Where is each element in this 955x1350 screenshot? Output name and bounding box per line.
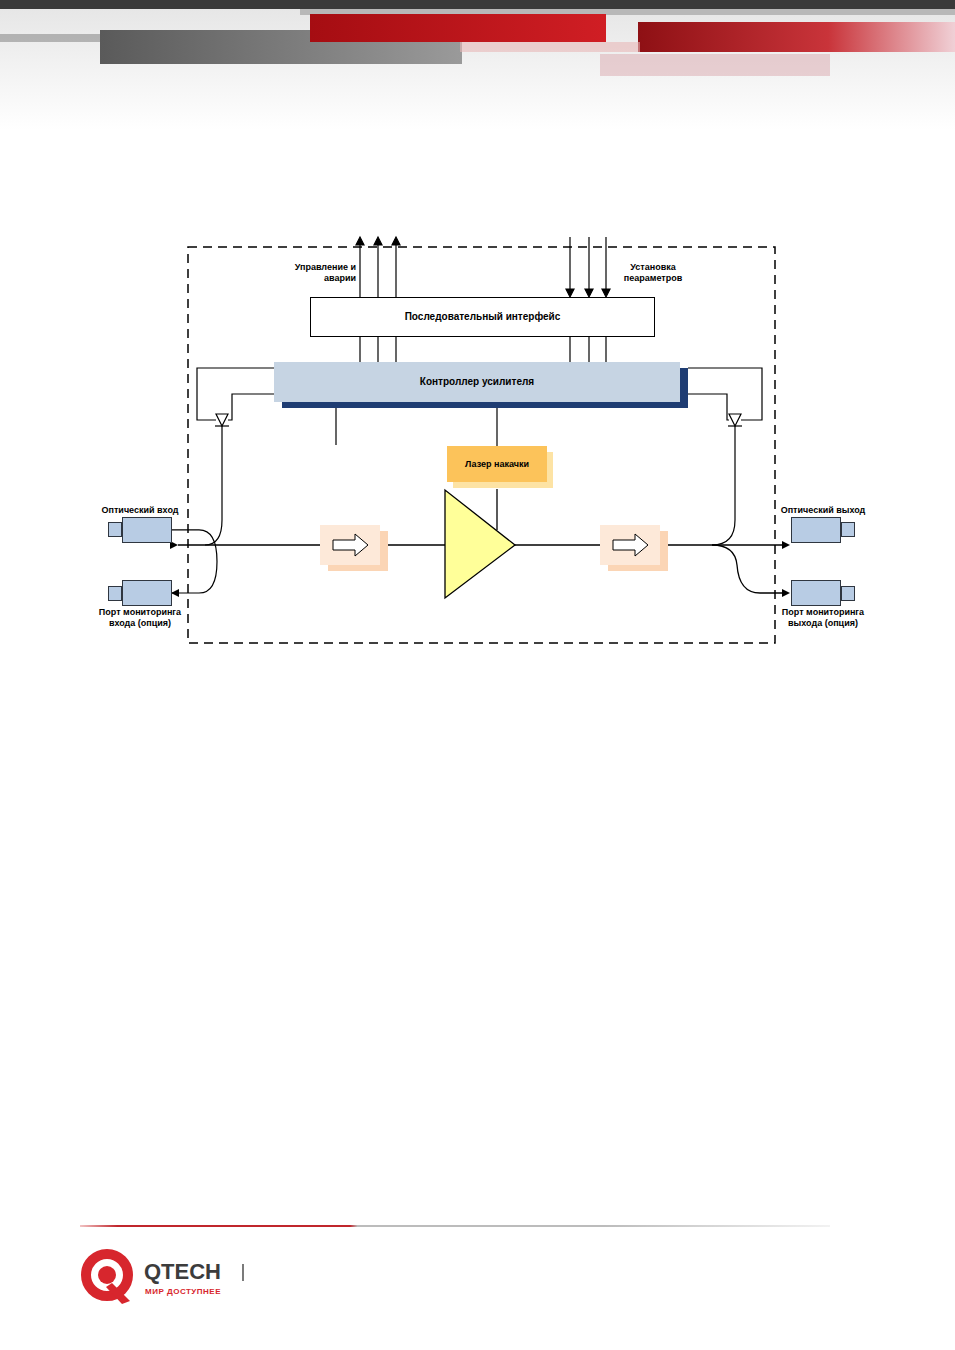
header-bar <box>0 0 955 9</box>
node-text: Порт мониторинга выхода (опция) <box>778 606 868 630</box>
control-line <box>335 408 336 445</box>
pump-laser-box: Лазер накачки <box>447 446 547 482</box>
connector-line <box>359 337 360 362</box>
connector-line <box>172 530 217 593</box>
connector-line <box>588 337 589 362</box>
node-text: Контроллер усилителя <box>420 376 534 388</box>
connector-line <box>377 337 378 362</box>
header-ground <box>0 0 955 130</box>
photodiode-symbol <box>215 414 742 426</box>
optical-connector: Оптический вход <box>95 504 185 543</box>
logo-tagline: МИР ДОСТУПНЕЕ <box>145 1287 255 1297</box>
logo-mark <box>86 1254 130 1304</box>
header-bar <box>0 34 110 42</box>
connector-plug <box>841 522 855 537</box>
header-bar <box>310 14 606 42</box>
controller-box: Контроллер усилителя <box>274 362 680 402</box>
connector-plug <box>841 586 855 601</box>
signal-label: Установка пеараметров <box>608 262 698 285</box>
connector-symbol <box>108 580 172 606</box>
connector-body <box>122 580 172 606</box>
optical-connector: Оптический выход <box>778 504 868 543</box>
interface-box: Последовательный интерфейс <box>310 297 655 337</box>
connector-body <box>791 517 841 543</box>
header-bar <box>460 42 640 52</box>
node-text: Последовательный интерфейс <box>405 311 561 323</box>
connector-line <box>569 337 570 362</box>
control-arrows <box>356 237 610 297</box>
header-bar <box>638 22 955 52</box>
connector-line <box>395 337 396 362</box>
footer-line <box>80 1225 830 1227</box>
connector-symbol <box>791 517 855 543</box>
node-text: Оптический выход <box>781 504 866 517</box>
optical-connector: Порт мониторинга выхода (опция) <box>778 580 868 630</box>
connector-body <box>791 580 841 606</box>
connector-plug <box>108 586 122 601</box>
node-text: Оптический вход <box>102 504 179 517</box>
amplifier-triangle <box>445 490 515 598</box>
logo-text: QTECH <box>144 1258 240 1286</box>
logo-separator <box>242 1264 243 1281</box>
connector-plug <box>108 522 122 537</box>
connector-body <box>122 517 172 543</box>
header-bar <box>600 54 830 76</box>
connector-line <box>496 402 497 446</box>
signal-label: Управление и аварии <box>270 262 356 285</box>
optical-connector: Порт мониторинга входа (опция) <box>95 580 185 630</box>
node-text: Лазер накачки <box>465 459 529 470</box>
connector-line <box>605 337 606 362</box>
housing-outline <box>188 247 775 643</box>
connector-symbol <box>108 517 172 543</box>
node-text: Порт мониторинга входа (опция) <box>95 606 185 630</box>
connector-symbol <box>791 580 855 606</box>
